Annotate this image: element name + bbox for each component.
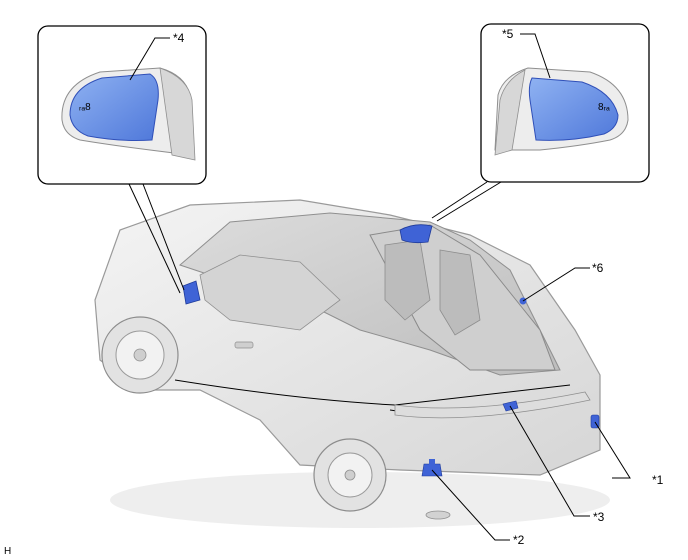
car-body-illustration xyxy=(94,199,610,528)
left-mirror-inset: ᵣₐ8 xyxy=(37,25,207,185)
callout-6: *6 xyxy=(592,261,604,275)
leader-5 xyxy=(520,33,551,79)
svg-text:ᵣₐ8: ᵣₐ8 xyxy=(79,102,91,113)
callout-4: *4 xyxy=(173,31,185,45)
leader-3 xyxy=(509,405,590,517)
callout-5: *5 xyxy=(502,27,514,41)
callout-3: *3 xyxy=(593,510,605,524)
leader-6 xyxy=(522,267,590,302)
mirror-glass-right xyxy=(528,77,619,141)
leader-2 xyxy=(431,469,510,541)
right-mirror-on-car xyxy=(399,224,433,244)
figure-id: H xyxy=(4,546,11,557)
right-mirror-inset: 8ᵣₐ xyxy=(480,23,650,183)
left-mirror-on-car xyxy=(182,280,201,305)
svg-text:8ᵣₐ: 8ᵣₐ xyxy=(598,102,610,113)
callout-2: *2 xyxy=(513,533,525,547)
callout-1: *1 xyxy=(652,473,664,487)
leader-1 xyxy=(594,421,631,479)
mirror-glass-left xyxy=(69,73,159,141)
leader-4 xyxy=(129,37,170,81)
